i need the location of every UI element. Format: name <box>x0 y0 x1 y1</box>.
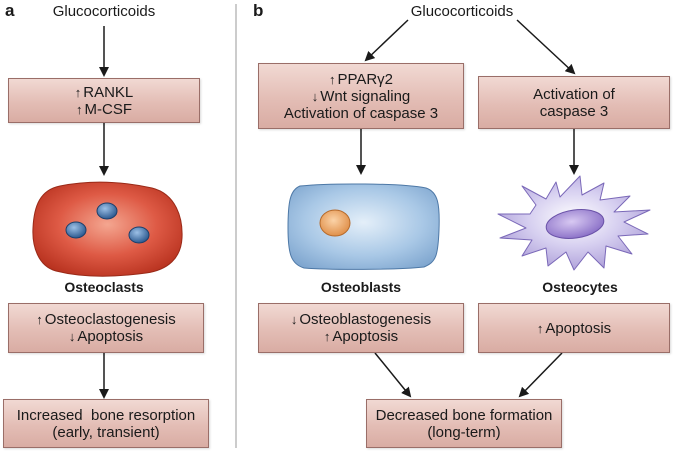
down-arrow-icon: ↓ <box>68 329 76 344</box>
resorption-line1: Increased bone resorption <box>16 406 196 424</box>
panel-a-letter: a <box>5 1 15 20</box>
osteocyte-cell <box>497 175 651 271</box>
arrow-b-osteoblast-effects-to-formation <box>374 352 412 398</box>
down-arrow-icon: ↓ <box>290 312 298 327</box>
wnt-line: ↓Wnt signaling <box>312 88 411 105</box>
osteoblast-apoptosis-text: Apoptosis <box>332 328 399 345</box>
osteocyte-apoptosis-line: ↑Apoptosis <box>537 320 611 337</box>
arrow-b-gluco-to-ppar <box>364 19 409 62</box>
osteoblastogenesis-text: Osteoblastogenesis <box>299 311 432 328</box>
up-arrow-icon: ↑ <box>36 312 43 327</box>
panel-a-resorption-box: Increased bone resorption (early, transi… <box>3 399 209 448</box>
mcsf-text: M-CSF <box>84 100 133 118</box>
arrow-b-gluco-to-caspase <box>516 19 576 75</box>
caspase-line1: Activation of <box>533 85 615 103</box>
bone-formation-line1: Decreased bone formation <box>375 406 553 424</box>
panel-b-ppar-box: ↑PPARγ2 ↓Wnt signaling Activation of cas… <box>258 63 464 129</box>
arrow-b-osteocyte-effects-to-formation <box>518 352 563 398</box>
osteocyte-apoptosis-text: Apoptosis <box>545 319 612 337</box>
rankl-text: RANKL <box>83 83 134 101</box>
panel-b-letter: b <box>253 1 264 20</box>
osteoblast-cell <box>287 183 440 270</box>
up-arrow-icon: ↑ <box>328 71 336 87</box>
osteocyte-nucleus <box>545 209 605 239</box>
up-arrow-icon: ↑ <box>74 84 82 100</box>
ppar-line: ↑PPARγ2 <box>329 71 393 88</box>
panel-a-glucocorticoids-label: Glucocorticoids <box>52 3 156 20</box>
up-arrow-icon: ↑ <box>323 329 331 344</box>
osteoclastogenesis-line: ↑Osteoclastogenesis <box>36 311 175 328</box>
apoptosis-line: ↓Apoptosis <box>69 328 143 345</box>
ppar-text: PPARγ2 <box>337 70 394 88</box>
osteocytes-label: Osteocytes <box>542 279 618 295</box>
osteoblastogenesis-line: ↓Osteoblastogenesis <box>291 311 431 328</box>
osteoblasts-label: Osteoblasts <box>320 279 402 295</box>
up-arrow-icon: ↑ <box>76 101 83 117</box>
panel-a-effects-box: ↑Osteoclastogenesis ↓Apoptosis <box>8 303 204 353</box>
osteoclast-cell <box>32 181 183 277</box>
down-arrow-icon: ↓ <box>311 88 319 104</box>
panel-b-osteoblast-effects-box: ↓Osteoblastogenesis ↑Apoptosis <box>258 303 464 353</box>
up-arrow-icon: ↑ <box>536 320 544 336</box>
osteoblast-nucleus <box>319 209 351 237</box>
osteoblast-apoptosis-line: ↑Apoptosis <box>324 328 398 345</box>
panel-b-glucocorticoids-label: Glucocorticoids <box>410 3 514 20</box>
panel-b-osteocyte-effects-box: ↑Apoptosis <box>478 303 670 353</box>
osteoclast-nucleus-1 <box>96 202 118 220</box>
wnt-text: Wnt signaling <box>320 87 411 105</box>
caspase-activation-line: Activation of caspase 3 <box>283 104 439 122</box>
caspase-line2: caspase 3 <box>539 102 609 120</box>
mcsf-line: ↑M-CSF <box>76 101 132 118</box>
apoptosis-text: Apoptosis <box>77 328 144 345</box>
panel-a-rankl-box: ↑RANKL ↑M-CSF <box>8 78 200 123</box>
resorption-line2: (early, transient) <box>52 423 160 441</box>
osteoclastogenesis-text: Osteoclastogenesis <box>44 311 176 328</box>
osteoclasts-label: Osteoclasts <box>64 279 144 295</box>
panel-b-caspase-box: Activation of caspase 3 <box>478 76 670 129</box>
osteoclast-nucleus-2 <box>65 221 87 239</box>
panel-b-bone-formation-box: Decreased bone formation (long-term) <box>366 399 562 448</box>
bone-formation-line2: (long-term) <box>427 423 501 441</box>
rankl-line: ↑RANKL <box>75 84 134 101</box>
osteoclast-nucleus-3 <box>128 226 150 244</box>
